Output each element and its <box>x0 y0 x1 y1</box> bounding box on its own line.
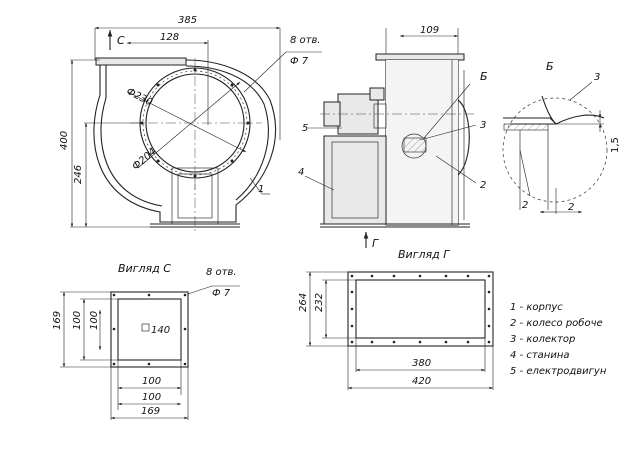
section-mark-c: С <box>117 34 125 47</box>
dim-flange-g-264: 264 <box>298 293 309 312</box>
legend-item-3: 3 - колектор <box>510 334 575 345</box>
view-g: Вигляд Г 264 232 380 420 <box>298 248 494 390</box>
view-c-title: Вигляд С <box>118 262 171 275</box>
dim-flange-g-420: 420 <box>412 376 431 387</box>
front-view: 385 128 С Ф230 Ф204 <box>59 15 322 232</box>
dim-flange-c-100-v2: 100 <box>89 311 100 330</box>
callout-side-3: 3 <box>480 120 486 131</box>
hole-dia-c: Ф 7 <box>212 288 231 299</box>
callout-side-4: 4 <box>298 167 304 178</box>
dim-flange-c-169-h: 169 <box>141 406 160 417</box>
dim-flange-c-100-h2: 100 <box>142 392 161 403</box>
hole-dia-top: Ф 7 <box>290 56 309 67</box>
detail-b-label: Б <box>546 60 554 73</box>
dim-detail-w2: 2 <box>568 202 574 213</box>
callout-front-1: 1 <box>258 184 264 195</box>
dim-inlet-offset: 128 <box>160 32 179 43</box>
callout-detail-2: 2 <box>522 200 528 211</box>
legend-item-2: 2 - колесо робоче <box>510 317 603 329</box>
dim-flange-c-169-v: 169 <box>52 311 63 330</box>
dim-flange-g-232: 232 <box>314 293 325 312</box>
dim-flange-c-100-v: 100 <box>72 311 83 330</box>
legend-item-1: 1 - корпус <box>510 302 563 313</box>
side-view: 109 Г Б 5 4 3 2 <box>298 25 488 250</box>
callout-detail-3: 3 <box>594 72 600 83</box>
detail-b: Б 1,5 2 3 2 <box>502 60 621 214</box>
holes-top: 8 отв. <box>290 35 321 46</box>
dim-height-axis: 246 <box>73 165 84 184</box>
callout-side-2: 2 <box>480 180 486 191</box>
legend-item-5: 5 - електродвигун <box>510 366 607 377</box>
dim-overall-width: 385 <box>178 15 197 26</box>
dim-side-width: 109 <box>420 25 439 36</box>
view-g-title: Вигляд Г <box>398 248 450 261</box>
dim-height-total: 400 <box>59 131 70 150</box>
dim-diameter-outer: Ф230 <box>124 86 154 108</box>
legend-item-4: 4 - станина <box>510 350 569 361</box>
holes-c: 8 отв. <box>206 267 237 278</box>
dim-detail-gap: 1,5 <box>610 137 621 153</box>
dim-flange-g-380: 380 <box>412 358 431 369</box>
view-c: Вигляд С 8 отв. Ф 7 140 169 100 100 100 <box>52 262 240 420</box>
dim-flange-c-100-h: 100 <box>142 376 161 387</box>
section-mark-b: Б <box>480 70 488 83</box>
callout-side-5: 5 <box>302 123 308 134</box>
dim-flange-c-140: 140 <box>151 325 170 336</box>
section-mark-g: Г <box>372 237 379 250</box>
parts-legend: 1 - корпус 2 - колесо робоче 3 - колекто… <box>510 302 607 377</box>
